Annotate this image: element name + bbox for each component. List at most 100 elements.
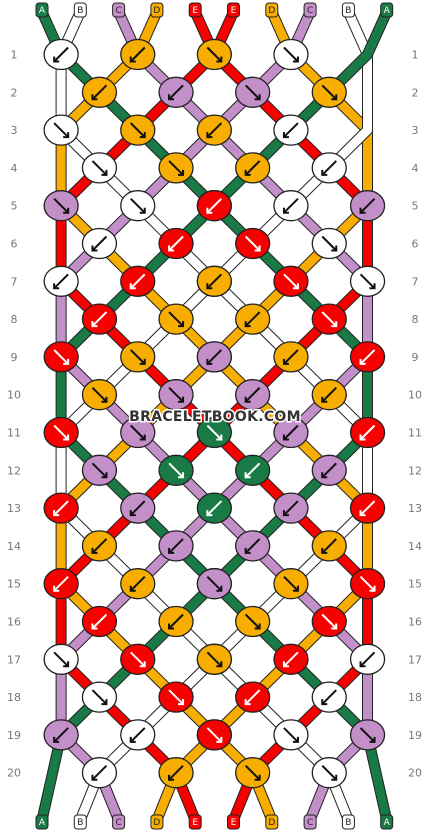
knot-arrowhead <box>139 434 146 441</box>
knot-arrowhead <box>129 585 136 592</box>
string-label-bottom: E <box>231 818 237 828</box>
knot-arrow <box>283 424 299 441</box>
knot-arrowhead <box>53 56 60 63</box>
knot-arrow <box>91 160 108 176</box>
knot-arrowhead <box>168 94 175 101</box>
knot-arrowhead <box>244 472 251 479</box>
knot-arrowhead <box>53 585 60 592</box>
knot-arrowhead <box>282 510 289 517</box>
knot-grid <box>43 38 386 789</box>
knot-arrowhead <box>331 94 338 101</box>
knot-arrowhead <box>63 434 70 441</box>
knot-arrowhead <box>331 774 338 781</box>
row-number-left: 7 <box>11 275 18 288</box>
knot-arrowhead <box>178 321 185 328</box>
knot-arrow <box>206 46 223 63</box>
knot-arrowhead <box>178 396 185 403</box>
knot-arrowhead <box>216 585 223 592</box>
knot-arrowhead <box>63 661 70 668</box>
knot-arrow <box>206 424 223 441</box>
string-label-chip <box>303 2 317 18</box>
knot-arrowhead <box>63 207 70 214</box>
knot-arrow <box>244 84 261 101</box>
knot-arrowhead <box>168 547 175 554</box>
knot-arrowhead <box>53 510 60 517</box>
string-label-chip <box>341 2 355 18</box>
knot-arrow <box>168 386 184 403</box>
knot-arrow <box>283 122 299 138</box>
knot-arrow <box>130 651 146 668</box>
string-label-chip <box>265 814 279 830</box>
string-label-chip <box>35 814 49 830</box>
knot-arrowhead <box>369 283 376 290</box>
knot-arrow <box>244 386 261 403</box>
knot-arrowhead <box>129 736 136 743</box>
knot-arrowhead <box>129 283 136 290</box>
string-label-bottom: C <box>115 818 121 828</box>
knot-arrow <box>244 538 261 554</box>
knot-arrow <box>53 500 69 516</box>
knot-arrow <box>244 462 261 479</box>
knot-arrow <box>91 84 108 101</box>
string-label-chip <box>73 2 87 18</box>
row-number-right: 9 <box>412 351 419 364</box>
row-number-left: 18 <box>7 691 21 704</box>
string-label-bottom: A <box>39 818 46 828</box>
knot-arrowhead <box>168 623 175 630</box>
string-label-top: C <box>115 6 121 16</box>
knot-arrowhead <box>91 245 98 252</box>
knot-arrow <box>130 122 146 138</box>
string-label-chip <box>112 814 126 830</box>
knot-arrow <box>283 727 299 743</box>
knot-arrow <box>168 689 184 705</box>
knot-arrowhead <box>244 547 251 554</box>
knot-arrow <box>168 764 184 781</box>
knot-arrow <box>130 46 146 63</box>
string-label-chip <box>227 814 240 830</box>
row-number-right: 6 <box>412 238 419 251</box>
row-number-right: 8 <box>412 313 419 326</box>
row-number-left: 4 <box>11 162 18 175</box>
knot-arrow <box>283 46 299 63</box>
string-label-bottom: B <box>77 818 83 828</box>
knot-arrow <box>168 538 184 554</box>
knot-arrowhead <box>139 358 146 365</box>
knot-arrowhead <box>282 132 289 139</box>
knot-arrow <box>321 160 337 176</box>
knot-arrow <box>359 273 376 290</box>
knot-arrow <box>244 764 261 781</box>
knot-arrow <box>206 500 223 516</box>
knot-arrowhead <box>254 94 261 101</box>
knot-arrow <box>130 727 146 743</box>
row-number-right: 20 <box>408 767 422 780</box>
row-number-right: 5 <box>412 200 419 213</box>
knot-arrow <box>168 160 184 176</box>
knot-arrowhead <box>331 245 338 252</box>
knot-arrow <box>130 273 146 290</box>
string-label-chip <box>73 814 87 830</box>
knot-arrowhead <box>53 283 60 290</box>
row-number-right: 7 <box>412 275 419 288</box>
knot-arrow <box>359 575 376 592</box>
knot-arrow <box>206 575 223 592</box>
row-number-left: 13 <box>7 502 21 515</box>
row-number-left: 6 <box>11 238 18 251</box>
string-label-bottom: C <box>307 818 313 828</box>
knot-arrowhead <box>206 358 213 365</box>
knot-arrowhead <box>91 94 98 101</box>
knot-arrowhead <box>321 472 328 479</box>
knot-arrowhead <box>53 736 60 743</box>
knot-arrowhead <box>369 736 376 743</box>
knot-arrow <box>168 311 184 327</box>
knot-arrowhead <box>101 396 108 403</box>
string-label-chip <box>341 814 355 830</box>
row-number-left: 11 <box>7 427 21 440</box>
knot-arrow <box>91 462 108 479</box>
knot-arrowhead <box>331 623 338 630</box>
knot-arrow <box>206 651 223 668</box>
knot-arrowhead <box>168 245 175 252</box>
knot-arrow <box>321 538 337 554</box>
knot-arrowhead <box>282 434 289 441</box>
